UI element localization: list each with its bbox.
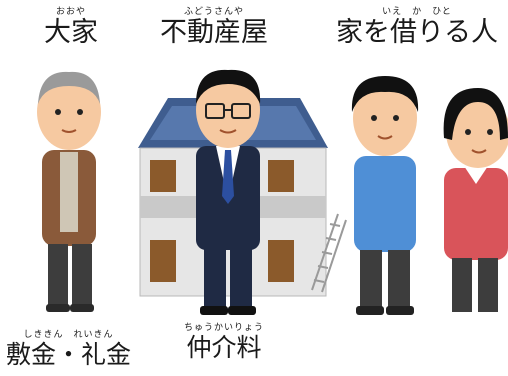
tenant-woman-collar [464, 166, 488, 184]
landlord-shoe-right [70, 304, 94, 312]
landlord-shoe-left [46, 304, 70, 312]
label-deposit-text: 敷金・礼金 [6, 340, 132, 369]
label-agent-text: 不動産屋 [160, 17, 268, 48]
label-deposit-ruby: しききん れいきん [23, 330, 114, 340]
door-lower-left [150, 240, 176, 282]
label-landlord-ruby: おおや [55, 7, 86, 17]
label-agent: ふどうさんや 不動産屋 [160, 7, 268, 48]
landlord-head [37, 74, 101, 150]
landlord-eye-right [77, 109, 83, 115]
label-landlord-text: 大家 [44, 17, 98, 48]
tenant-man-eye-right [393, 115, 399, 121]
label-agent-ruby: ふどうさんや [183, 7, 244, 17]
agent-hair [196, 69, 261, 104]
landlord-leg-left [48, 244, 68, 308]
tenant-woman-eye-right [487, 129, 493, 135]
tenant-woman-mouth [471, 149, 487, 154]
tenant-man-eye-left [371, 115, 377, 121]
door-lower-right [268, 240, 294, 282]
tenant-woman-leg-left [452, 258, 472, 312]
label-deposit: しききん れいきん 敷金・礼金 [6, 330, 132, 369]
landlord-eye-left [55, 109, 61, 115]
tenant-man-shoe-left [356, 306, 384, 315]
label-tenant: いえ か ひと 家を借りる人 [336, 7, 498, 48]
agent-leg-right [230, 248, 252, 310]
landlord-leg-right [72, 244, 92, 308]
tenant-woman-hair [443, 88, 508, 140]
staircase [311, 213, 347, 293]
tenant-man-mouth [377, 135, 393, 140]
label-fee-text: 仲介料 [186, 333, 262, 362]
tenant-man-head [353, 80, 417, 156]
tenant-woman-head [446, 96, 508, 168]
landlord-figure [37, 71, 101, 312]
label-tenant-text: 家を借りる人 [336, 17, 498, 48]
tenant-man-leg-right [388, 250, 410, 310]
agent-leg-left [204, 248, 226, 310]
agent-shoe-right [228, 306, 256, 315]
agent-figure [196, 69, 261, 315]
agent-mouth [219, 129, 237, 134]
tenant-woman-shirt [444, 168, 508, 260]
tenant-woman-eye-left [465, 129, 471, 135]
agent-shoe-left [200, 306, 228, 315]
door-upper-left [150, 160, 176, 192]
label-landlord: おおや 大家 [44, 7, 98, 48]
door-upper-right [268, 160, 294, 192]
label-fee-ruby: ちゅうかいりょう [184, 323, 265, 333]
tenant-man-leg-left [360, 250, 382, 310]
label-fee: ちゅうかいりょう 仲介料 [184, 323, 265, 362]
tenant-man-shirt [354, 156, 416, 252]
landlord-hair [38, 71, 100, 104]
tenant-woman-figure [443, 88, 508, 312]
agent-tie [222, 150, 234, 204]
tenant-woman-leg-right [478, 258, 498, 312]
landlord-mouth [61, 129, 77, 133]
tenant-man-figure [351, 76, 419, 315]
landlord-shirt [60, 152, 78, 232]
label-tenant-ruby: いえ か ひと [382, 7, 452, 17]
tenant-man-shoe-right [386, 306, 414, 315]
tenant-man-hair [351, 76, 419, 112]
